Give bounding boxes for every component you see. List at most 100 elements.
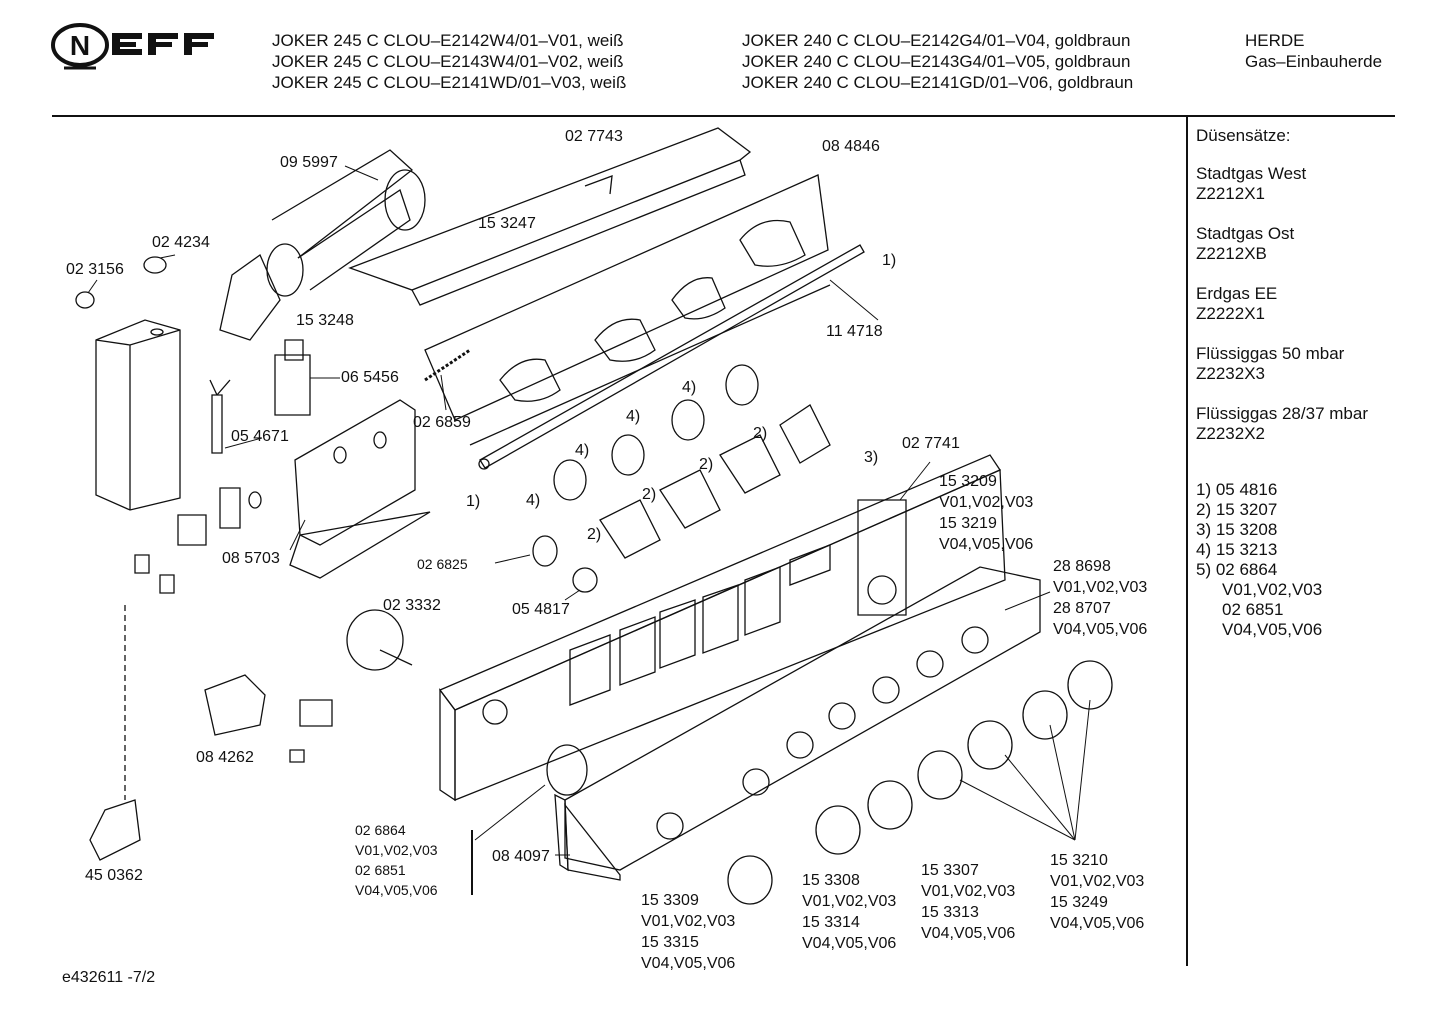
part-label: 02 6825 — [417, 556, 468, 572]
part-label: 02 4234 — [152, 234, 210, 251]
clip — [220, 488, 240, 528]
callout-label: 2) — [699, 456, 714, 473]
nozzle-code: Z2232X2 — [1196, 424, 1265, 443]
nozzle-group: Stadtgas West Z2212X1 — [1196, 164, 1368, 204]
part-number: 15 3308 — [802, 872, 860, 889]
motor — [347, 610, 412, 670]
part-label: 05 4671 — [231, 428, 289, 445]
part-number: 15 3313 — [921, 904, 979, 921]
nozzle-code: Z2212XB — [1196, 244, 1267, 263]
category-title: HERDE — [1245, 31, 1305, 50]
spring — [425, 350, 470, 380]
pin — [249, 492, 261, 508]
part-label: 15 3247 — [478, 215, 536, 232]
nozzle-code: Z2232X3 — [1196, 364, 1265, 383]
variant-codes: V04,V05,V06 — [802, 935, 897, 952]
variant-codes: V04,V05,V06 — [1050, 915, 1145, 932]
callout-label: 2) — [753, 425, 768, 442]
nozzle-code: Z2222X1 — [1196, 304, 1265, 323]
variant-label: 02 6864 V01,V02,V03 02 6851 V04,V05,V06 — [355, 820, 438, 900]
model-line: JOKER 245 C CLOU–E2141WD/01–V03, weiß — [272, 73, 627, 92]
part-label: 02 3156 — [66, 261, 124, 278]
heater-element — [220, 150, 425, 340]
neff-logo: N — [53, 25, 214, 68]
nozzle-group: Flüssiggas 50 mbar Z2232X3 — [1196, 344, 1368, 384]
part-label: 02 3332 — [383, 597, 441, 614]
part-number: 28 8707 — [1053, 600, 1111, 617]
footnote: 1) 05 4816 — [1196, 480, 1278, 499]
footnote: 3) 15 3208 — [1196, 520, 1278, 539]
callout-label: 4) — [682, 379, 697, 396]
variant-codes: V04,V05,V06 — [939, 536, 1034, 553]
part-label: 09 5997 — [280, 154, 338, 171]
svg-text:N: N — [70, 30, 90, 61]
variant-codes: V01,V02,V03 — [1053, 579, 1148, 596]
part-number: 15 3210 — [1050, 852, 1108, 869]
footnote: V01,V02,V03 — [1222, 580, 1323, 599]
gas-type: Flüssiggas 50 mbar — [1196, 344, 1345, 363]
variant-label: 15 3308 V01,V02,V03 15 3314 V04,V05,V06 — [802, 870, 896, 954]
part-label: 08 4846 — [822, 138, 880, 155]
shaft — [479, 245, 864, 469]
variant-codes: V04,V05,V06 — [921, 925, 1016, 942]
part-label: 05 4817 — [512, 601, 570, 618]
product-category: HERDE Gas–Einbauherde — [1245, 30, 1382, 72]
part-number: 28 8698 — [1053, 558, 1111, 575]
part-number: 02 6864 — [355, 822, 406, 838]
part-label: 15 3248 — [296, 312, 354, 329]
part-label: 11 4718 — [826, 323, 883, 340]
plug-cable — [90, 605, 140, 860]
part-number: 15 3219 — [939, 515, 997, 532]
nozzle-sets-title: Düsensätze: — [1196, 126, 1291, 145]
selector-switch — [858, 500, 906, 615]
gas-type: Flüssiggas 28/37 mbar — [1196, 404, 1368, 423]
gas-type: Stadtgas West — [1196, 164, 1307, 183]
drawing-reference: e432611 -7/2 — [62, 969, 156, 986]
variant-codes: V01,V02,V03 — [641, 913, 736, 930]
footnote-list: 1) 05 4816 2) 15 3207 3) 15 3208 4) 15 3… — [1196, 480, 1368, 640]
glass-panel — [555, 795, 620, 880]
variant-label: 15 3309 V01,V02,V03 15 3315 V04,V05,V06 — [641, 890, 735, 974]
callout-label: 2) — [642, 486, 657, 503]
part-label: 08 5703 — [222, 550, 280, 567]
variant-codes: V01,V02,V03 — [921, 883, 1016, 900]
part-number: 15 3307 — [921, 862, 979, 879]
grommet — [144, 257, 166, 273]
nozzle-code: Z2212X1 — [1196, 184, 1265, 203]
variant-label: 28 8698 V01,V02,V03 28 8707 V04,V05,V06 — [1053, 556, 1147, 640]
part-number: 15 3309 — [641, 892, 699, 909]
part-number: 15 3314 — [802, 914, 860, 931]
terminal-block — [178, 515, 206, 545]
part-number: 15 3315 — [641, 934, 699, 951]
model-line: JOKER 240 C CLOU–E2142G4/01–V04, goldbra… — [742, 31, 1131, 50]
part-number: 15 3249 — [1050, 894, 1108, 911]
callout-label: 1) — [466, 493, 481, 510]
nozzle-group: Stadtgas Ost Z2212XB — [1196, 224, 1368, 264]
housing-box — [96, 320, 180, 510]
variant-codes: V01,V02,V03 — [355, 842, 438, 858]
part-label: 02 7743 — [565, 128, 623, 145]
part-label: 02 7741 — [902, 435, 960, 452]
part-label: 45 0362 — [85, 867, 143, 884]
variant-codes: V04,V05,V06 — [641, 955, 736, 972]
model-line: JOKER 240 C CLOU–E2141GD/01–V06, goldbra… — [742, 73, 1134, 92]
callout-label: 1) — [882, 252, 897, 269]
part-number: 02 6851 — [355, 862, 406, 878]
bezel-ring — [547, 745, 587, 795]
nozzle-group: Flüssiggas 28/37 mbar Z2232X2 — [1196, 404, 1368, 444]
top-rail — [350, 128, 750, 305]
variant-codes: V04,V05,V06 — [1053, 621, 1148, 638]
variant-label: 15 3210 V01,V02,V03 15 3249 V04,V05,V06 — [1050, 850, 1144, 934]
variant-label: 15 3209 V01,V02,V03 15 3219 V04,V05,V06 — [939, 471, 1033, 555]
grommet-small — [76, 292, 94, 308]
small-clips — [135, 536, 597, 762]
transformer — [205, 675, 332, 735]
callout-label: 3) — [864, 449, 879, 466]
part-label: 06 5456 — [341, 369, 399, 386]
variant-codes: V04,V05,V06 — [355, 882, 438, 898]
variant-label: 15 3307 V01,V02,V03 15 3313 V04,V05,V06 — [921, 860, 1015, 944]
model-line: JOKER 245 C CLOU–E2142W4/01–V01, weiß — [272, 31, 624, 50]
model-list-goldbraun: JOKER 240 C CLOU–E2142G4/01–V04, goldbra… — [742, 30, 1133, 93]
model-line: JOKER 240 C CLOU–E2143G4/01–V05, goldbra… — [742, 52, 1131, 71]
